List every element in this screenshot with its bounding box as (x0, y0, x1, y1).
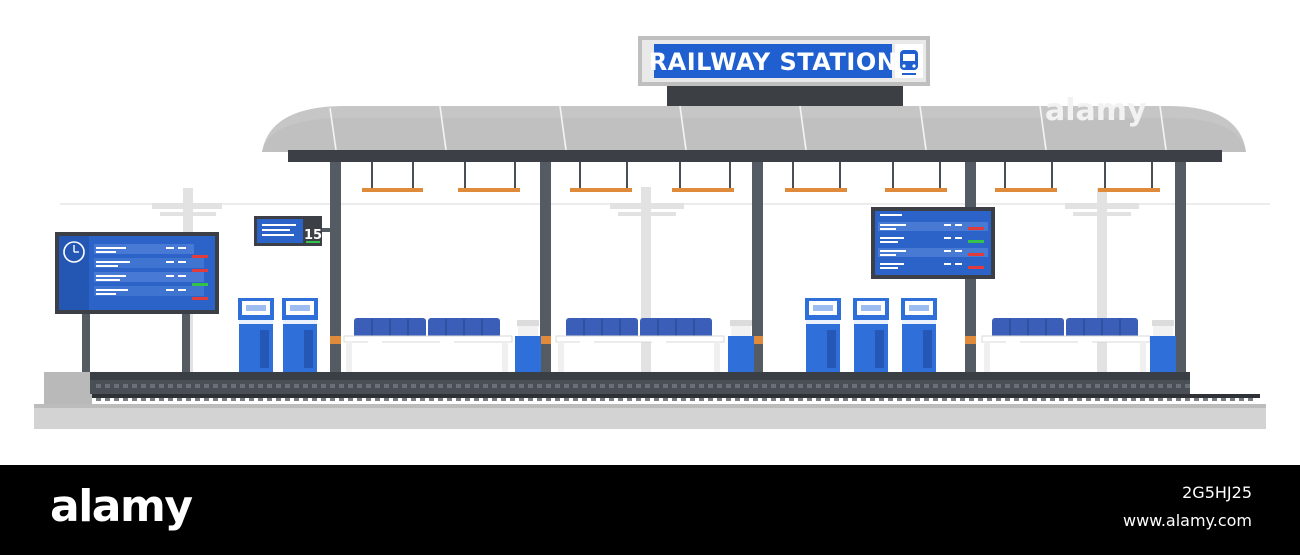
departure-board-left (55, 232, 219, 376)
platform-canopy: alamy (262, 93, 1246, 162)
catenary-pole (610, 187, 684, 377)
trash-bin (515, 320, 541, 374)
watermark-text: alamy (1045, 93, 1147, 128)
platform-number: 15 (304, 228, 322, 243)
trash-bin (1150, 320, 1176, 374)
waiting-bench (343, 318, 513, 374)
departure-board-right (871, 207, 995, 279)
site-url: www.alamy.com (1123, 511, 1252, 530)
alamy-logo: alamy (50, 481, 193, 532)
lamp-bars (362, 188, 1160, 192)
ticket-kiosk (238, 298, 274, 374)
platform-number-sign: 15 (254, 216, 331, 246)
ticket-kiosk (901, 298, 937, 374)
train-icon (895, 44, 923, 78)
ticket-kiosk (853, 298, 889, 374)
platform-base (34, 372, 1266, 429)
station-sign-title: RAILWAY STATION (649, 48, 898, 76)
railway-track (96, 384, 1253, 401)
hanging-lamps (371, 162, 1153, 190)
catenary-pole (1065, 188, 1139, 378)
trash-bin (728, 320, 754, 374)
railway-station-illustration: RAILWAY STATION alamy (34, 36, 1270, 429)
waiting-bench (555, 318, 725, 374)
clock-icon (63, 241, 85, 263)
railway-station-sign: RAILWAY STATION (638, 36, 930, 108)
watermark-footer: alamy 2G5HJ25 www.alamy.com (0, 465, 1300, 555)
waiting-bench (981, 318, 1151, 374)
ticket-kiosk (805, 298, 841, 374)
image-id: 2G5HJ25 (1182, 483, 1252, 502)
ticket-kiosk (282, 298, 318, 374)
